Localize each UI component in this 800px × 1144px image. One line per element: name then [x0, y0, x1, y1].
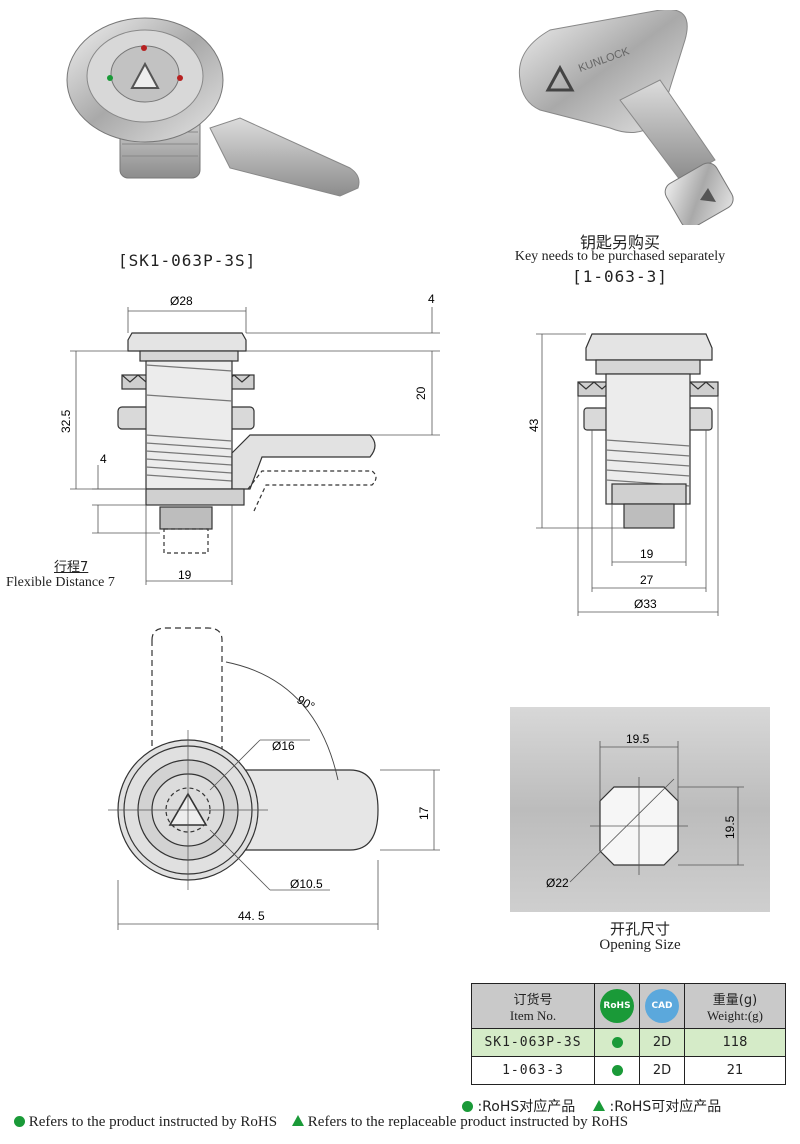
rohs-dot-icon	[14, 1116, 25, 1127]
row-item: SK1-063P-3S	[471, 1028, 595, 1057]
top-dim-90: 90°	[295, 692, 318, 713]
row-cad: 2D	[639, 1056, 685, 1085]
top-dim-17: 17	[417, 806, 431, 820]
opening-dim-h: 19.5	[723, 815, 737, 839]
front-dim-43: 43	[527, 418, 541, 432]
top-dim-44-5: 44. 5	[238, 909, 265, 923]
header-item-zh: 订货号	[513, 992, 553, 1008]
legend-dot-en: Refers to the product instructed by RoHS	[28, 1114, 278, 1130]
front-dim-19: 19	[640, 547, 654, 561]
top-dim-d16: Ø16	[272, 739, 295, 753]
rohs-triangle-icon	[292, 1115, 305, 1126]
legend-tri-zh: :RoHS可对应产品	[609, 1099, 722, 1115]
lock-photo	[66, 17, 360, 197]
legend-zh: :RoHS对应产品 :RoHS可对应产品	[462, 1096, 721, 1116]
opening-size-drawing: 19.5 19.5 Ø22	[510, 707, 770, 912]
legend-dot-zh: :RoHS对应产品	[477, 1099, 576, 1115]
legend-tri-en: Refers to the replaceable product instru…	[307, 1114, 629, 1130]
header-weight: 重量(g) Weight:(g)	[684, 983, 786, 1029]
table-row: 1-063-3 2D 21	[471, 1056, 786, 1085]
cad-badge-icon: CAD	[645, 989, 679, 1023]
side-dim-4-small: 4	[100, 452, 107, 466]
side-view-drawing: Ø28 4 20 32.5 4 19	[59, 292, 440, 585]
rohs-dot-icon	[611, 1065, 623, 1076]
header-weight-zh: 重量(g)	[712, 992, 758, 1008]
front-dim-27: 27	[640, 573, 654, 587]
header-cad: CAD	[639, 983, 685, 1029]
key-title-zh: 钥匙另购买	[579, 233, 660, 252]
rohs-badge-icon: RoHS	[600, 989, 634, 1023]
key-photo: KUNLOCK	[518, 10, 734, 225]
header-item: 订货号 Item No.	[471, 983, 595, 1029]
side-dim-4-top: 4	[428, 292, 435, 306]
product-label: [SK1-063P-3S]	[118, 251, 257, 270]
header-rohs: RoHS	[594, 983, 640, 1029]
row-rohs	[594, 1028, 640, 1057]
table-row: SK1-063P-3S 2D 118	[471, 1028, 786, 1057]
travel-label-zh: 行程7	[54, 560, 89, 575]
opening-dim-w: 19.5	[626, 732, 650, 746]
side-dim-19: 19	[178, 568, 192, 582]
top-dim-d10-5: Ø10.5	[290, 877, 323, 891]
rohs-dot-icon	[462, 1101, 473, 1112]
header-item-en: Item No.	[509, 1007, 557, 1023]
opening-title-zh: 开孔尺寸	[609, 920, 670, 938]
rohs-dot-icon	[611, 1037, 623, 1048]
top-view-drawing: 90° Ø16 Ø10.5 17 44. 5	[108, 627, 440, 930]
front-dim-d33: Ø33	[634, 597, 657, 611]
row-cad: 2D	[639, 1028, 685, 1057]
opening-title-en: Opening Size	[599, 937, 681, 953]
table-header-row: 订货号 Item No. RoHS CAD 重量(g) Weight:(g)	[471, 983, 786, 1029]
front-view-drawing: 43 19 27 Ø33	[527, 333, 719, 616]
row-item: 1-063-3	[471, 1056, 595, 1085]
row-weight: 21	[684, 1056, 786, 1085]
spec-table: 订货号 Item No. RoHS CAD 重量(g) Weight:(g) S…	[471, 983, 786, 1085]
rohs-triangle-icon	[593, 1100, 606, 1111]
opening-dim-d22: Ø22	[546, 876, 569, 890]
travel-label-en: Flexible Distance 7	[6, 575, 115, 590]
side-dim-32-5: 32.5	[59, 409, 73, 433]
key-code: [1-063-3]	[572, 267, 668, 286]
side-dim-20: 20	[414, 386, 428, 400]
legend-en: Refers to the product instructed by RoHS…	[14, 1114, 628, 1131]
header-weight-en: Weight:(g)	[707, 1007, 763, 1023]
row-weight: 118	[684, 1028, 786, 1057]
side-dim-d28: Ø28	[170, 294, 193, 308]
key-title-en: Key needs to be purchased separately	[514, 249, 726, 264]
row-rohs	[594, 1056, 640, 1085]
